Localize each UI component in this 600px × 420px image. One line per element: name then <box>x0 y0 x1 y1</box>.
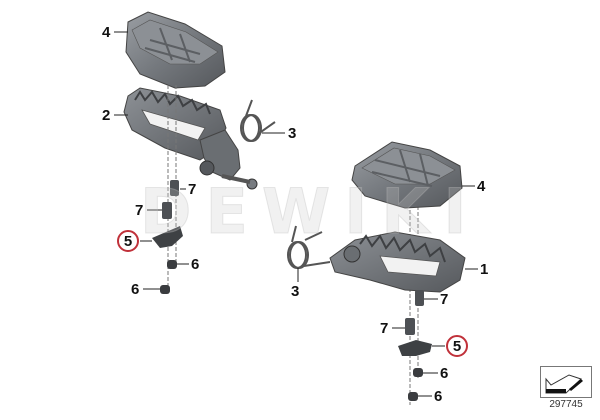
bushing-lower-left <box>162 202 172 219</box>
watermark: DEWIKI <box>139 175 481 249</box>
orientation-icon-box <box>540 366 592 398</box>
bushing-upper-left <box>170 180 179 196</box>
callout-6: 6 <box>440 365 449 382</box>
footpeg-frame-left <box>123 87 258 190</box>
callout-7: 7 <box>440 291 449 308</box>
callout-6: 6 <box>131 281 140 298</box>
callout-7: 7 <box>380 320 389 337</box>
bushing-lower-right <box>405 318 415 335</box>
callout-7: 7 <box>135 202 144 219</box>
callout-7: 7 <box>188 181 197 198</box>
reference-number: 297745 <box>549 399 583 410</box>
callout-5-highlighted: 5 <box>117 230 139 252</box>
torsion-spring-bottom <box>287 225 331 269</box>
bushing-upper-right <box>415 290 424 306</box>
rubber-pad-right <box>351 141 463 209</box>
callout-6: 6 <box>191 256 200 273</box>
callout-2: 2 <box>102 107 111 124</box>
callout-3: 3 <box>288 125 297 142</box>
callout-3: 3 <box>291 283 300 300</box>
rubber-pad-top-left <box>125 11 226 89</box>
plate-left <box>152 226 183 248</box>
cap-upper-right <box>413 368 423 377</box>
plate-right <box>398 340 432 356</box>
callout-4: 4 <box>102 24 111 41</box>
direction-arrow-icon <box>545 374 583 394</box>
torsion-spring-top <box>240 99 276 142</box>
callout-6: 6 <box>434 388 443 405</box>
cap-upper-left <box>167 260 177 269</box>
callout-5-highlighted: 5 <box>446 335 468 357</box>
footpeg-frame-right <box>329 231 466 293</box>
callout-4: 4 <box>477 178 486 195</box>
cap-lower-right <box>408 392 418 401</box>
leader-lines <box>114 31 478 397</box>
callout-1: 1 <box>480 261 489 278</box>
cap-lower-left <box>160 285 170 294</box>
